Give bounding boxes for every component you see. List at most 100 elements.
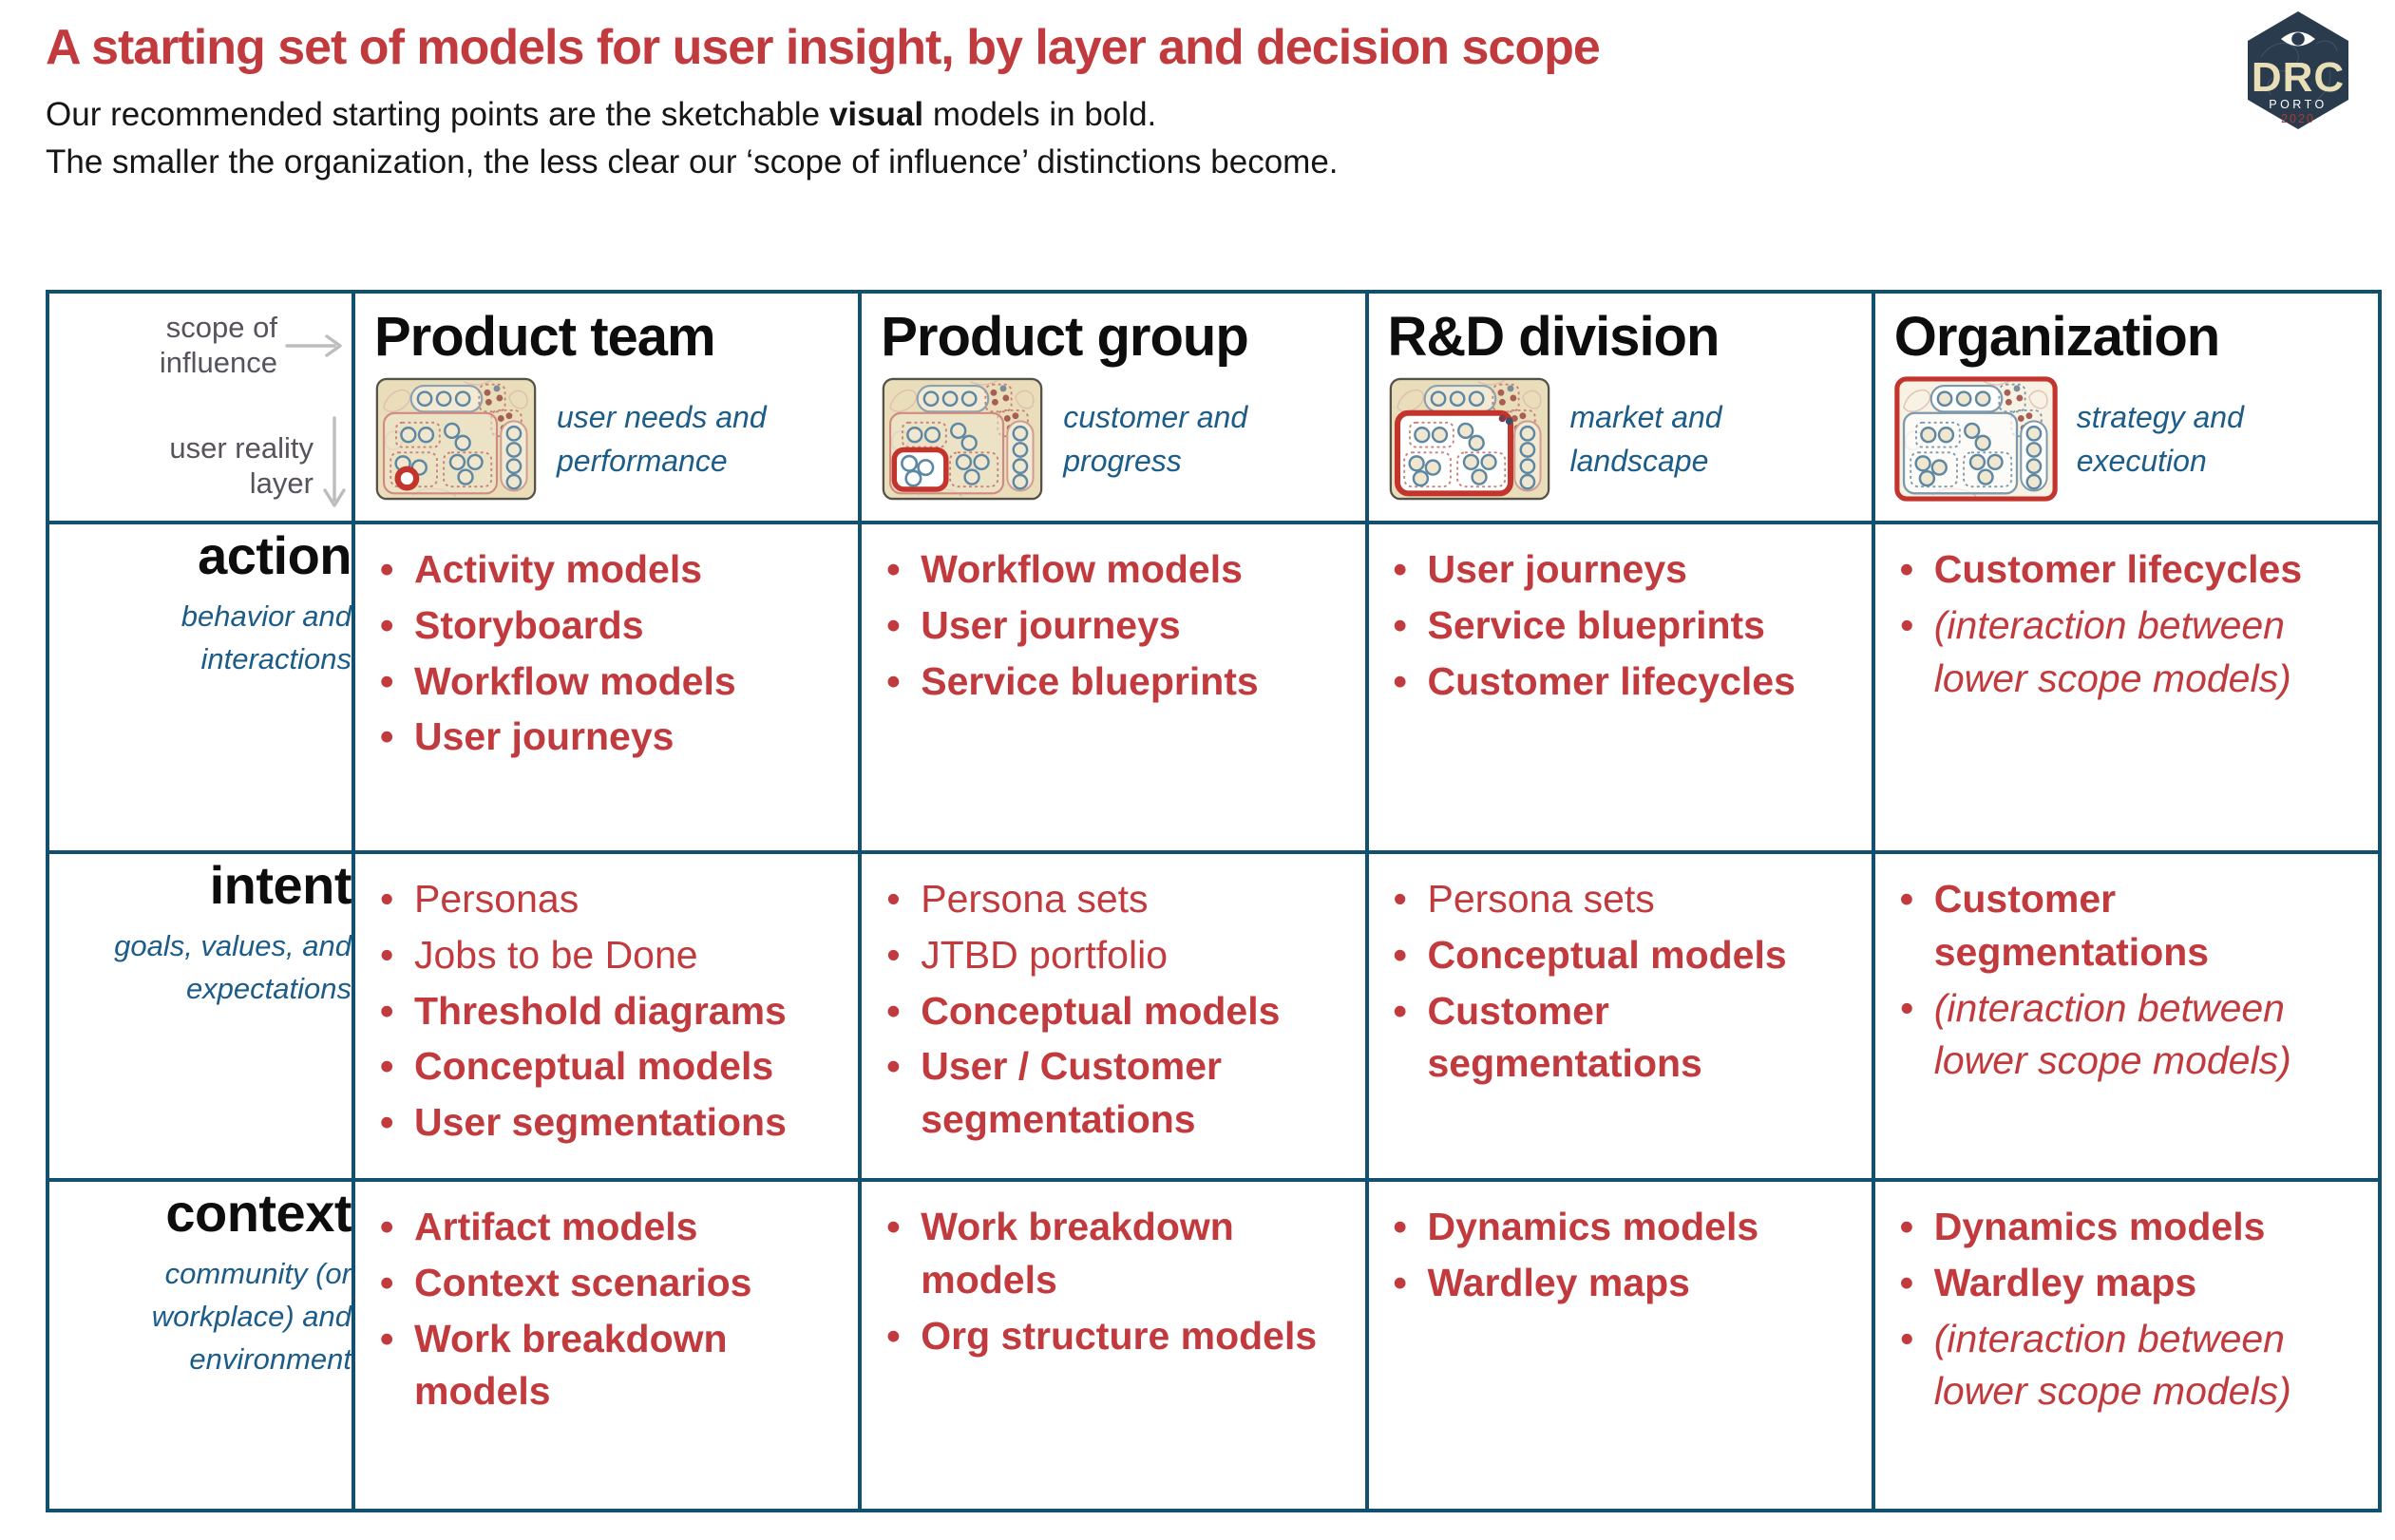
cell-intent-product-team: PersonasJobs to be DoneThreshold diagram…	[351, 850, 863, 1182]
cell-action-rd-division: User journeysService blueprintsCustomer …	[1364, 521, 1875, 854]
column-header-rd-division: R&D division market and landscape	[1364, 290, 1875, 524]
cell-context-product-team: Artifact modelsContext scenariosWork bre…	[351, 1178, 863, 1512]
cell-action-organization: Customer lifecycles(interaction between …	[1871, 521, 2383, 854]
model-item: Wardley maps	[1369, 1257, 1854, 1310]
model-item: Customer segmentations	[1875, 873, 2361, 979]
row-subtitle: community (or workplace) and environment	[151, 1257, 352, 1376]
row-title: intent	[209, 855, 352, 915]
model-item: Context scenarios	[355, 1257, 841, 1310]
row-title: action	[198, 525, 352, 585]
column-subtitle: customer and progress	[1063, 399, 1248, 478]
model-list: Artifact modelsContext scenariosWork bre…	[355, 1182, 858, 1418]
model-item: User / Customer segmentations	[862, 1040, 1347, 1147]
model-item: Work breakdown models	[862, 1201, 1347, 1307]
column-subtitle: user needs and performance	[557, 399, 767, 478]
model-item: User segmentations	[355, 1096, 841, 1150]
model-item: JTBD portfolio	[862, 929, 1347, 982]
column-title: Organization	[1893, 306, 2220, 368]
row-subtitle: goals, values, and expectations	[114, 929, 352, 1005]
row-title: context	[165, 1183, 352, 1243]
cell-intent-rd-division: Persona setsConceptual modelsCustomer se…	[1364, 850, 1875, 1182]
row-label-context: context community (or workplace) and env…	[46, 1178, 355, 1512]
model-item: Persona sets	[1369, 873, 1854, 926]
model-item: Dynamics models	[1369, 1201, 1854, 1254]
model-item: User journeys	[862, 599, 1347, 653]
model-item: Conceptual models	[862, 985, 1347, 1038]
model-item: User journeys	[1369, 543, 1854, 597]
page-subtitle: Our recommended starting points are the …	[46, 91, 1339, 185]
map-division-highlight-icon	[1389, 377, 1549, 501]
hexagon-logo-icon: DRC PORTO 2020	[2248, 11, 2348, 129]
cell-intent-organization: Customer segmentations(interaction betwe…	[1871, 850, 2383, 1182]
row-label-action: action behavior and interactions	[46, 521, 355, 854]
model-list: Work breakdown modelsOrg structure model…	[862, 1182, 1364, 1362]
cell-context-product-group: Work breakdown modelsOrg structure model…	[858, 1178, 1369, 1512]
model-item: Customer lifecycles	[1369, 656, 1854, 709]
column-header-organization: Organization strategy and execution	[1871, 290, 2383, 524]
model-item: Storyboards	[355, 599, 841, 653]
cell-context-rd-division: Dynamics modelsWardley maps	[1364, 1178, 1875, 1512]
column-subtitle: strategy and execution	[2076, 399, 2244, 478]
column-header-product-team: Product team user needs and performance	[351, 290, 863, 524]
model-item: User journeys	[355, 711, 841, 764]
row-label-intent: intent goals, values, and expectations	[46, 850, 355, 1182]
map-team-highlight-icon	[375, 377, 537, 501]
model-item: Wardley maps	[1875, 1257, 2361, 1310]
model-item: Artifact models	[355, 1201, 841, 1254]
map-group-highlight-icon	[882, 377, 1043, 501]
model-item: Service blueprints	[862, 656, 1347, 709]
model-item: Conceptual models	[1369, 929, 1854, 982]
model-item: Customer lifecycles	[1875, 543, 2361, 597]
model-list: Customer segmentations(interaction betwe…	[1875, 854, 2378, 1088]
model-item: Jobs to be Done	[355, 929, 841, 982]
model-item: Workflow models	[355, 656, 841, 709]
model-item: Workflow models	[862, 543, 1347, 597]
cell-action-product-team: Activity modelsStoryboardsWorkflow model…	[351, 521, 863, 854]
cell-intent-product-group: Persona setsJTBD portfolioConceptual mod…	[858, 850, 1369, 1182]
model-item: (interaction between lower scope models)	[1875, 1313, 2361, 1419]
model-item: Personas	[355, 873, 841, 926]
model-item: Customer segmentations	[1369, 985, 1854, 1092]
right-arrow-icon	[285, 333, 342, 357]
model-item: Org structure models	[862, 1310, 1347, 1363]
model-list: Customer lifecycles(interaction between …	[1875, 524, 2378, 705]
model-list: Activity modelsStoryboardsWorkflow model…	[355, 524, 858, 764]
model-list: Persona setsJTBD portfolioConceptual mod…	[862, 854, 1364, 1147]
model-item: Dynamics models	[1875, 1201, 2361, 1254]
column-header-product-group: Product group customer and progress	[858, 290, 1369, 524]
down-arrow-icon	[323, 416, 346, 507]
model-list: PersonasJobs to be DoneThreshold diagram…	[355, 854, 858, 1150]
logo-year: 2020	[2281, 112, 2315, 125]
model-list: Persona setsConceptual modelsCustomer se…	[1369, 854, 1872, 1091]
column-subtitle: market and landscape	[1569, 399, 1722, 478]
model-item: (interaction between lower scope models)	[1875, 982, 2361, 1089]
model-item: (interaction between lower scope models)	[1875, 599, 2361, 706]
drc-porto-logo: DRC PORTO 2020	[2241, 10, 2355, 136]
column-title: Product team	[374, 306, 716, 368]
cell-action-product-group: Workflow modelsUser journeysService blue…	[858, 521, 1369, 854]
row-subtitle: behavior and interactions	[181, 599, 352, 675]
model-item: Work breakdown models	[355, 1313, 841, 1419]
model-item: Service blueprints	[1369, 599, 1854, 653]
logo-city: PORTO	[2269, 98, 2328, 111]
column-title: Product group	[881, 306, 1249, 368]
cell-context-organization: Dynamics modelsWardley maps(interaction …	[1871, 1178, 2383, 1512]
model-item: Activity models	[355, 543, 841, 597]
model-item: Threshold diagrams	[355, 985, 841, 1038]
column-title: R&D division	[1387, 306, 1720, 368]
map-organization-highlight-icon	[1894, 376, 2058, 502]
logo-acronym: DRC	[2252, 54, 2345, 101]
subtitle-line-2: The smaller the organization, the less c…	[46, 143, 1339, 181]
model-list: Workflow modelsUser journeysService blue…	[862, 524, 1364, 708]
page-title: A starting set of models for user insigh…	[46, 20, 1601, 75]
model-list: Dynamics modelsWardley maps	[1369, 1182, 1872, 1310]
model-list: Dynamics modelsWardley maps(interaction …	[1875, 1182, 2378, 1418]
model-list: User journeysService blueprintsCustomer …	[1369, 524, 1872, 708]
